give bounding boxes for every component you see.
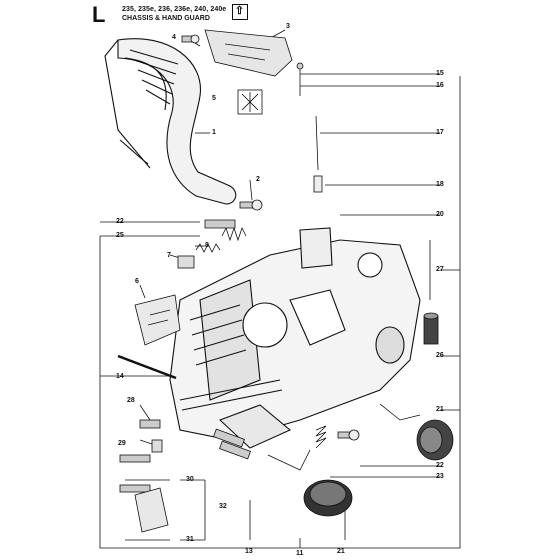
- callout-29: 29: [118, 440, 126, 447]
- callout-25: 25: [116, 232, 124, 239]
- callout-1: 1: [212, 129, 216, 136]
- callout-4: 4: [172, 34, 176, 41]
- callout-21-right: 21: [436, 406, 444, 413]
- callout-31: 31: [186, 536, 194, 543]
- fuel-filter: [423, 240, 439, 345]
- callout-32: 32: [219, 503, 227, 510]
- callout-11: 11: [296, 550, 304, 557]
- section-letter: L: [92, 2, 106, 27]
- screw-22: [337, 429, 360, 441]
- callout-5: 5: [212, 95, 216, 102]
- oil-cap: [416, 419, 454, 461]
- callout-21-bottom: 21: [337, 548, 345, 555]
- callout-2: 2: [256, 176, 260, 183]
- callout-22-right: 22: [436, 462, 444, 469]
- callout-6: 6: [135, 278, 139, 285]
- callout-26: 26: [436, 352, 444, 359]
- callout-17: 17: [436, 129, 444, 136]
- callout-23: 23: [436, 473, 444, 480]
- callout-15: 15: [436, 70, 444, 77]
- screw-4: [181, 34, 200, 44]
- callout-20: 20: [436, 211, 444, 218]
- flag-marker-icon: ⇧: [232, 4, 248, 20]
- plate-6: [134, 294, 181, 346]
- bolts-13: [213, 428, 251, 460]
- rod-14: [117, 354, 177, 380]
- callout-7: 7: [167, 252, 171, 259]
- callout-8: 8: [205, 242, 209, 249]
- bolts-left: [119, 419, 169, 533]
- fuel-cap: [303, 479, 353, 517]
- leader-lines: [99, 29, 461, 549]
- springs: [177, 219, 247, 269]
- callout-22-left: 22: [116, 218, 124, 225]
- callout-27: 27: [436, 266, 444, 273]
- cover-part-3: [204, 29, 293, 77]
- diagram-title: CHASSIS & HAND GUARD: [122, 15, 210, 22]
- spark-plug-assembly: [296, 62, 323, 193]
- callout-14: 14: [116, 373, 124, 380]
- spring-23: [315, 425, 327, 449]
- callout-16: 16: [436, 82, 444, 89]
- callout-18: 18: [436, 181, 444, 188]
- callout-13: 13: [245, 548, 253, 555]
- wire-straps: [267, 403, 421, 471]
- callout-30: 30: [186, 476, 194, 483]
- screw-2: [239, 199, 263, 211]
- hand-guard: [104, 38, 237, 205]
- callout-28: 28: [127, 397, 135, 404]
- part-5: [237, 89, 263, 115]
- model-list: 235, 235e, 236, 236e, 240, 240e: [122, 6, 227, 13]
- chassis-body: [169, 227, 421, 449]
- callout-3: 3: [286, 23, 290, 30]
